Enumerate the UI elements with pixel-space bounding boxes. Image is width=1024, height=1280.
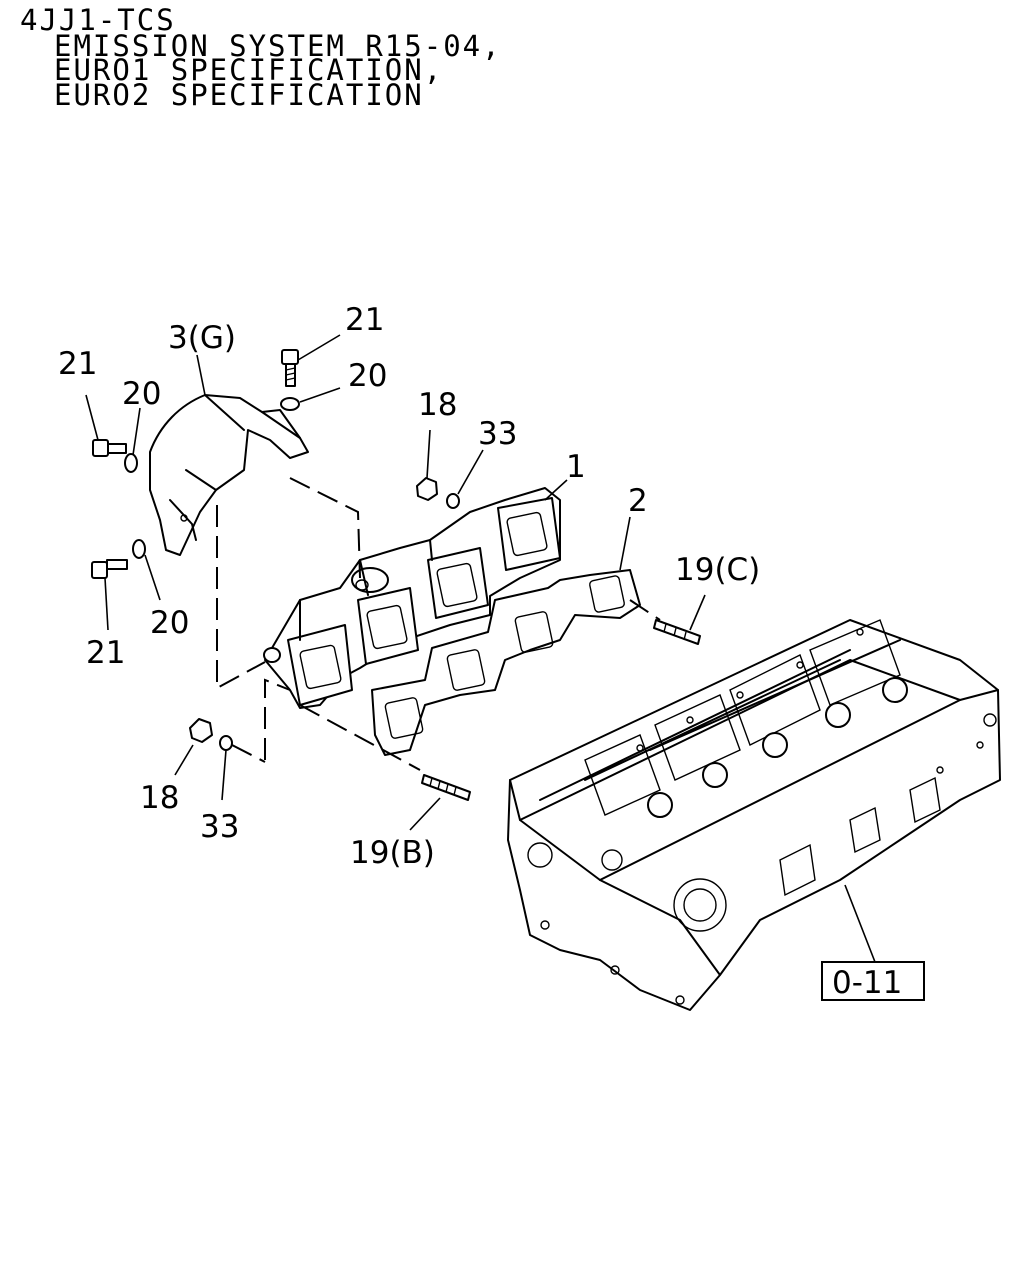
callout-33-top: 33 bbox=[478, 416, 517, 452]
callout-labels: 3(G) 21 20 21 20 20 21 18 33 1 2 19(C) 1… bbox=[58, 302, 760, 871]
fasteners bbox=[91, 349, 701, 801]
callout-19b: 19(B) bbox=[350, 835, 435, 871]
stud-19c bbox=[653, 619, 701, 645]
bolt-21-lower-left bbox=[91, 559, 128, 579]
nut-18-bottom bbox=[189, 718, 213, 743]
reference-box: 0-11 bbox=[821, 961, 925, 1001]
bolt-21-upper-left bbox=[92, 439, 127, 457]
callout-1: 1 bbox=[566, 449, 586, 485]
heat-shield-part-3 bbox=[149, 394, 309, 556]
callout-3g: 3(G) bbox=[168, 320, 236, 356]
callout-19c: 19(C) bbox=[675, 552, 760, 588]
washer-33-top bbox=[446, 493, 460, 509]
callout-20-top: 20 bbox=[348, 358, 387, 394]
washer-20-top bbox=[280, 397, 300, 411]
nut-18-top bbox=[416, 477, 438, 501]
diagram-header: 4JJ1-TCS EMISSION SYSTEM R15-04, EURO1 S… bbox=[20, 3, 502, 112]
stud-19b bbox=[421, 774, 471, 801]
header-model: 4JJ1-TCS bbox=[20, 3, 176, 37]
manifold-gasket-part-2 bbox=[371, 569, 641, 756]
exhaust-manifold-part-1 bbox=[263, 487, 561, 709]
washer-33-bottom bbox=[219, 735, 233, 751]
washer-20-lower-left bbox=[132, 539, 146, 559]
washer-20-upper-left bbox=[124, 453, 138, 473]
callout-21-lower-left: 21 bbox=[86, 635, 125, 671]
header-spec-1: EURO1 SPECIFICATION, bbox=[54, 53, 443, 87]
header-spec-2: EURO2 SPECIFICATION bbox=[54, 78, 424, 112]
header-system: EMISSION SYSTEM R15-04, bbox=[54, 29, 502, 63]
callout-18-bottom: 18 bbox=[140, 780, 179, 816]
bolt-21-top bbox=[281, 349, 299, 387]
callout-20-lower-left: 20 bbox=[150, 605, 189, 641]
assembly-lines bbox=[216, 477, 661, 771]
callout-21-upper-left: 21 bbox=[58, 346, 97, 382]
callout-20-upper-left: 20 bbox=[122, 376, 161, 412]
callout-2: 2 bbox=[628, 483, 648, 519]
reference-label: 0-11 bbox=[832, 965, 902, 1001]
callout-33-bottom: 33 bbox=[200, 809, 239, 845]
leader-lines bbox=[85, 334, 876, 963]
cylinder-head-assembly bbox=[507, 619, 1001, 1011]
callout-21-top: 21 bbox=[345, 302, 384, 338]
callout-18-top: 18 bbox=[418, 387, 457, 423]
